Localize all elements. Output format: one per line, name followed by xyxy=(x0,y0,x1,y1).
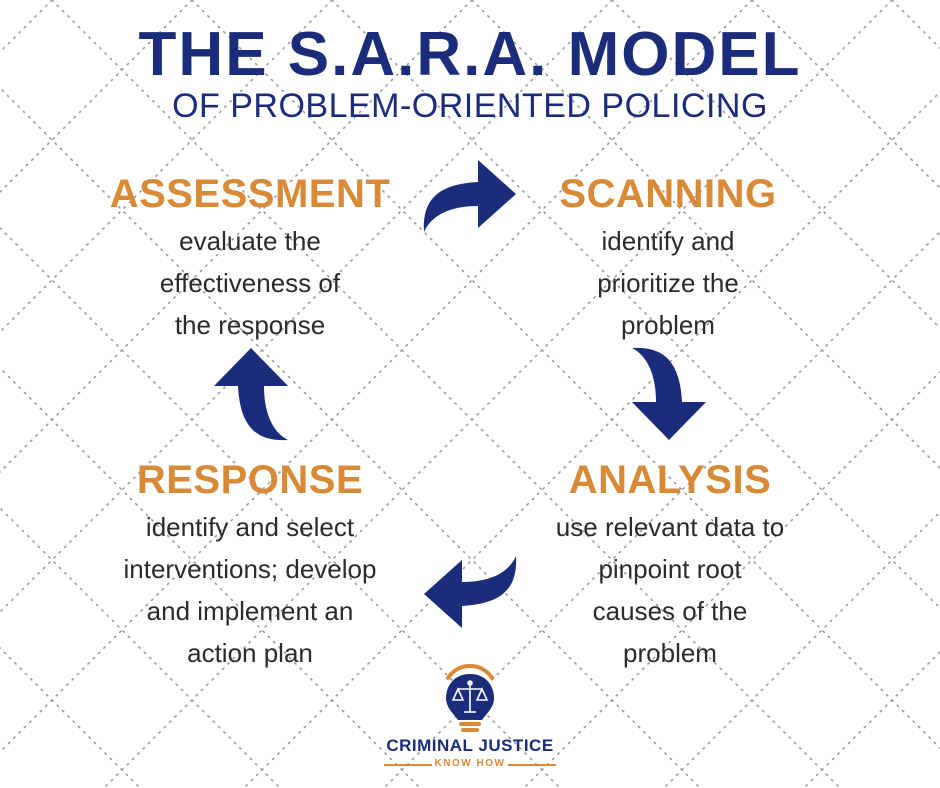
dotted-grid-line xyxy=(51,0,841,788)
dotted-grid-line xyxy=(0,226,561,788)
stage-title-response: RESPONSE xyxy=(136,458,364,502)
dotted-grid-line xyxy=(0,366,421,788)
description-line: pinpoint root xyxy=(598,554,742,584)
logo-tagline: KNOW HOW xyxy=(434,758,506,769)
arrow-right-icon xyxy=(423,160,516,232)
dotted-grid-line xyxy=(103,0,893,788)
description-line: effectiveness of xyxy=(159,268,341,298)
stage-title-assessment: ASSESSMENT xyxy=(109,172,391,216)
description-line: and implement an xyxy=(146,596,354,626)
dotted-grid-line xyxy=(191,0,940,750)
arrow-down-icon xyxy=(632,347,706,440)
lightbulb-icon xyxy=(446,664,494,732)
stage-title-scanning: SCANNING xyxy=(559,172,777,216)
description-line: problem xyxy=(621,310,715,340)
dotted-grid-line xyxy=(523,370,940,788)
logo-name: CRIMINAL JUSTICE xyxy=(386,736,554,755)
stage-assessment: ASSESSMENT evaluate the effectiveness of… xyxy=(90,170,410,346)
description-line: use relevant data to xyxy=(555,512,785,542)
dotted-grid-line xyxy=(383,230,940,788)
description-line: identify and select xyxy=(145,512,355,542)
logo-divider-left xyxy=(384,764,432,766)
dotted-grid-line xyxy=(471,0,940,470)
scales-of-justice-icon xyxy=(451,680,489,713)
description-line: problem xyxy=(623,638,717,668)
description-line: identify and xyxy=(601,226,735,256)
page-subtitle: OF PROBLEM-ORIENTED POLICING xyxy=(172,87,768,125)
description-line: causes of the xyxy=(592,596,748,626)
description-line: evaluate the xyxy=(179,226,321,256)
page-title: THE S.A.R.A. MODEL xyxy=(138,20,802,89)
stage-description-assessment: evaluate the effectiveness of the respon… xyxy=(90,220,410,346)
stage-analysis: ANALYSIS use relevant data to pinpoint r… xyxy=(510,456,830,674)
stage-title-analysis: ANALYSIS xyxy=(568,458,772,502)
dotted-grid-line xyxy=(331,0,940,610)
description-line: interventions; develop xyxy=(123,554,377,584)
stage-description-analysis: use relevant data to pinpoint root cause… xyxy=(510,506,830,674)
description-line: prioritize the xyxy=(597,268,739,298)
logo-divider-right xyxy=(508,764,556,766)
dotted-grid-line xyxy=(0,0,473,474)
dotted-grid-line xyxy=(0,0,613,614)
stage-response: RESPONSE identify and select interventio… xyxy=(90,456,410,674)
dotted-grid-line xyxy=(0,86,701,788)
arrow-up-icon xyxy=(214,348,288,441)
description-line: the response xyxy=(174,310,326,340)
stage-scanning: SCANNING identify and prioritize the pro… xyxy=(508,170,828,346)
brand-logo: CRIMINAL JUSTICE KNOW HOW xyxy=(370,664,570,784)
dotted-grid-line xyxy=(243,90,940,788)
arrow-left-icon xyxy=(424,556,517,628)
dotted-grid-line xyxy=(0,0,753,754)
stage-description-response: identify and select interventions; devel… xyxy=(90,506,410,674)
stage-description-scanning: identify and prioritize the problem xyxy=(508,220,828,346)
description-line: action plan xyxy=(187,638,313,668)
